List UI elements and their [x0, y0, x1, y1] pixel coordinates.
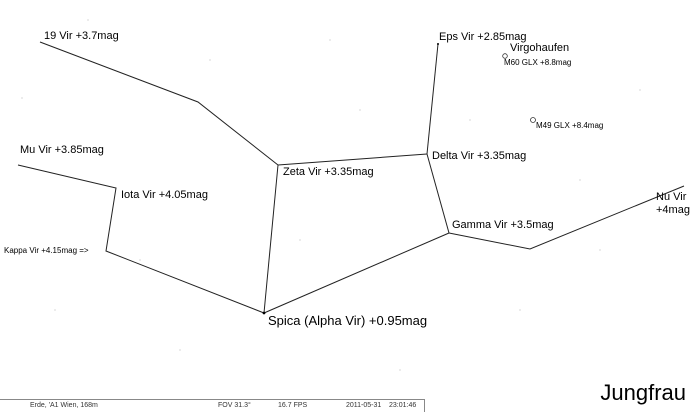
status-location: Erde, 'A1 Wien, 168m	[30, 402, 98, 409]
label-spica[interactable]: Spica (Alpha Vir) +0.95mag	[268, 313, 428, 328]
label-mu-vir[interactable]: Mu Vir +3.85mag	[20, 144, 104, 156]
line-gamma-spica	[263, 232, 450, 314]
label-nu-vir-mag[interactable]: +4mag	[656, 204, 690, 216]
label-delta-vir[interactable]: Delta Vir +3.35mag	[432, 150, 527, 162]
label-gamma-vir[interactable]: Gamma Vir +3.5mag	[452, 219, 554, 231]
line-19vir-zeta	[39, 41, 279, 166]
constellation-title: Jungfrau	[600, 380, 686, 405]
star-eps[interactable]	[437, 43, 439, 45]
constellation-lines	[17, 41, 685, 314]
background-stars	[21, 19, 641, 371]
label-iota-vir[interactable]: Iota Vir +4.05mag	[121, 189, 208, 201]
label-kappa-vir[interactable]: Kappa Vir +4.15mag =>	[4, 246, 89, 255]
status-fps: 16.7 FPS	[278, 402, 308, 409]
star-spica[interactable]	[262, 311, 266, 315]
galaxy-markers	[502, 53, 536, 123]
label-zeta-vir[interactable]: Zeta Vir +3.35mag	[283, 166, 374, 178]
status-time: 23:01:46	[389, 402, 417, 409]
status-bar: Erde, 'A1 Wien, 168m FOV 31.3° 16.7 FPS …	[0, 399, 425, 412]
line-gamma-nu	[448, 185, 685, 250]
status-date: 2011-05-31	[346, 402, 382, 409]
line-zeta-delta	[277, 153, 428, 166]
line-mu-iota-kappa-spica	[17, 164, 265, 314]
label-19-vir[interactable]: 19 Vir +3.7mag	[44, 30, 119, 42]
status-fov: FOV 31.3°	[218, 402, 251, 409]
star-markers	[262, 43, 439, 315]
galaxy-m49-icon[interactable]	[530, 117, 536, 123]
line-delta-eps	[426, 43, 439, 155]
label-m49[interactable]: M49 GLX +8.4mag	[536, 121, 604, 130]
line-zeta-spica	[263, 164, 279, 314]
line-delta-gamma	[426, 153, 450, 234]
label-m60[interactable]: M60 GLX +8.8mag	[504, 58, 572, 67]
label-eps-vir[interactable]: Eps Vir +2.85mag	[439, 31, 527, 43]
galaxy-m60-icon[interactable]	[502, 53, 508, 59]
label-virgohaufen[interactable]: Virgohaufen	[510, 42, 570, 54]
label-nu-vir[interactable]: Nu Vir	[656, 191, 687, 203]
